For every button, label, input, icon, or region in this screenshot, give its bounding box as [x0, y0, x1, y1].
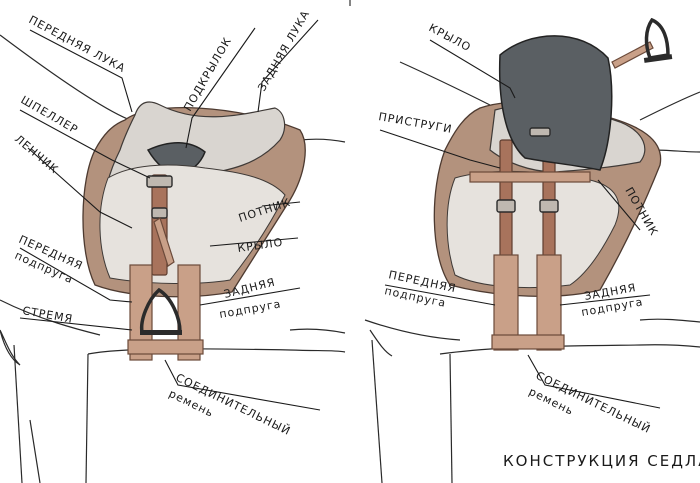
right-buckle-front [496, 199, 516, 213]
diagram-title: Конструкция седла [503, 452, 700, 470]
left-flap [99, 164, 286, 285]
right-connecting-strap [491, 334, 565, 350]
right-rear-girth [536, 254, 562, 351]
right-buckle-rear [539, 199, 559, 213]
label-flap: Крыло [237, 236, 284, 255]
left-view: Передняя лука Подкрылок Задняя лука Шпел… [0, 8, 346, 483]
left-leather-buckle [151, 207, 168, 219]
right-stirrup-leather [611, 41, 654, 69]
right-stirrup-tread [643, 54, 673, 63]
label-back-arch: Задняя лука [255, 8, 312, 94]
label-under-flap: Подкрылок [181, 35, 234, 114]
right-stirrup-iron [644, 17, 670, 60]
right-flap [498, 35, 613, 171]
left-front-girth [129, 264, 153, 361]
left-connecting-strap [127, 339, 204, 355]
right-leaders [379, 39, 661, 409]
label-stirrup: Стремя [21, 304, 74, 326]
label-shpeller: Шпеллер [19, 93, 81, 136]
left-shpeller-buckle [146, 175, 173, 188]
label-right-flap: Крыло [427, 21, 474, 54]
right-flap-ring [529, 127, 551, 137]
right-front-girth [493, 254, 519, 351]
label-tree-seat: Ленчик [12, 132, 61, 176]
label-right-billets: Приструги [377, 110, 453, 136]
right-view: Крыло Приструги Потник Передняя подпруга… [364, 17, 700, 483]
right-cross-strap [469, 171, 591, 183]
left-rear-girth [177, 264, 201, 361]
left-leather-end [153, 217, 175, 267]
left-stirrup-tread [140, 330, 182, 335]
left-leaders [19, 19, 321, 411]
right-horse-outline [364, 61, 700, 483]
